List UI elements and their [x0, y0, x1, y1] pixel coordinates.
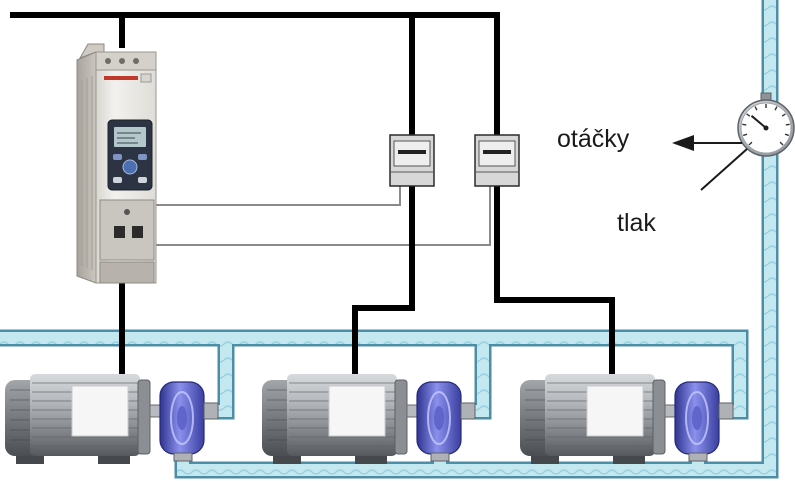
display-text-lines [117, 132, 141, 144]
brand-stripe [104, 76, 138, 80]
motor-1 [4, 373, 163, 465]
pressure-pointer-line [700, 148, 748, 191]
control-wire-contactor-1 [156, 186, 401, 206]
contactor-label-slot [398, 150, 426, 154]
type-plate [140, 73, 152, 83]
pump-3 [674, 381, 734, 462]
power-terminal [132, 226, 143, 238]
panel-button [138, 154, 147, 160]
motor-2 [261, 373, 420, 465]
navigation-button [122, 159, 138, 175]
panel-button [138, 177, 147, 183]
pressure-label: tlak [617, 209, 656, 237]
gauge-scale-ticks [742, 104, 790, 146]
control-wire-contactor-2 [156, 186, 491, 246]
control-wires [156, 186, 491, 246]
contactor-1 [389, 134, 435, 187]
display-screen [114, 127, 146, 147]
suction-line [177, 0, 776, 476]
screw-icon [124, 209, 130, 215]
motor-pump-sets [4, 373, 734, 465]
panel-button [113, 177, 122, 183]
supply-bus [10, 12, 500, 135]
power-terminal [114, 226, 125, 238]
screw-icon [133, 58, 139, 64]
contactor-2-to-motor-3 [494, 186, 615, 376]
power-wires [10, 12, 615, 376]
speed-annotation: otáčky [557, 125, 742, 153]
gauge-needle-pivot [763, 125, 769, 131]
screw-icon [119, 58, 125, 64]
pressure-annotation: tlak [617, 148, 748, 237]
contactor-label-slot [483, 150, 511, 154]
contactor-2 [474, 134, 520, 187]
pump-1 [159, 381, 219, 462]
pump-2 [416, 381, 476, 462]
screw-icon [105, 58, 111, 64]
arrow-left-icon [672, 135, 694, 151]
gauge-needle [750, 115, 767, 129]
top-cover [95, 51, 157, 71]
frequency-converter [76, 43, 157, 284]
panel-button [113, 154, 122, 160]
pressure-gauge [737, 92, 795, 157]
motor-3 [519, 373, 678, 465]
cable-entry-base [99, 261, 155, 284]
contactor-1-to-motor-2 [352, 186, 415, 376]
speed-label: otáčky [557, 125, 630, 153]
side-vents [81, 76, 93, 270]
